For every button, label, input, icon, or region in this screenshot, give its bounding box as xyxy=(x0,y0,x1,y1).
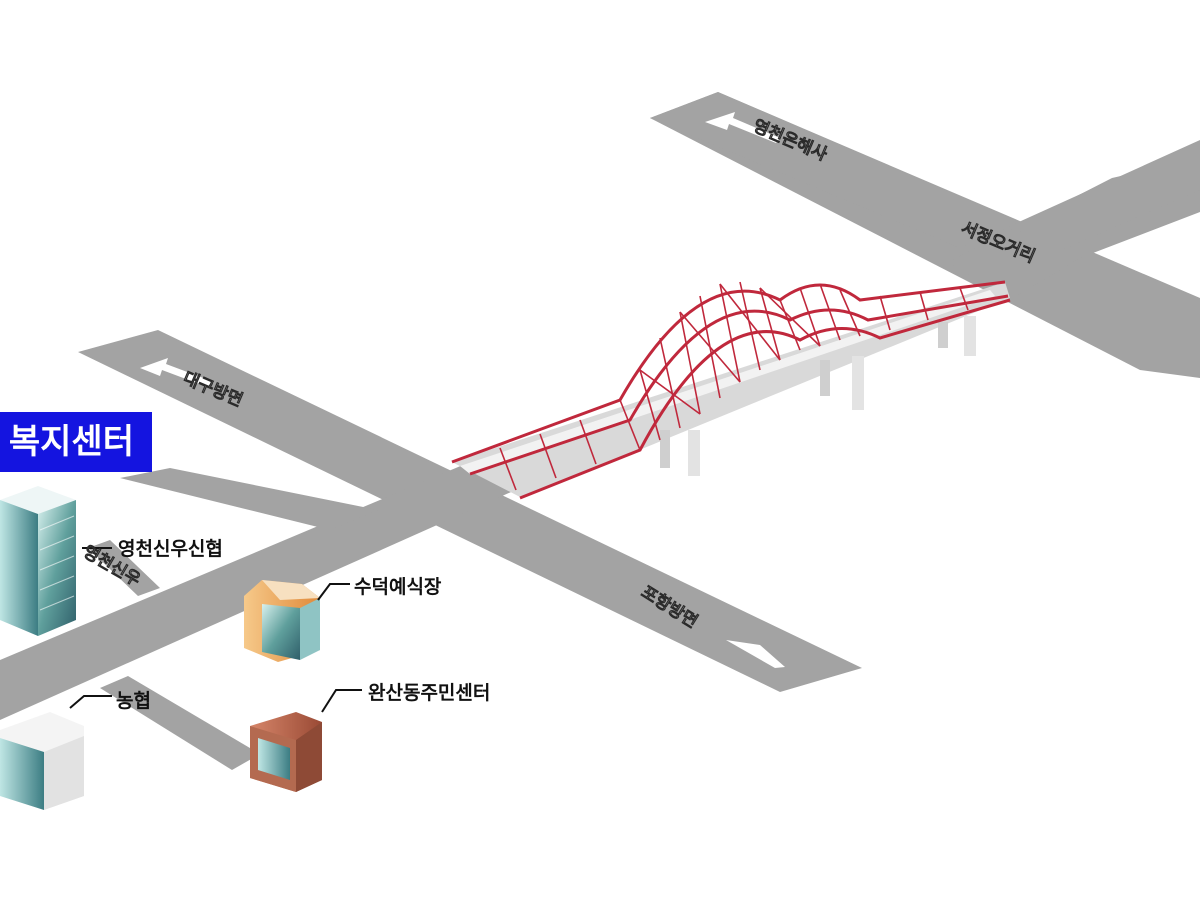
page-title: 복지센터 xyxy=(8,422,134,462)
landmark-label-wedding-hall: 수덕예식장 xyxy=(354,576,442,598)
landmark-label-shinhyup: 영천신우신협 xyxy=(118,538,223,560)
office-tower-icon xyxy=(0,486,76,636)
bridge xyxy=(451,280,1011,500)
community-center-building-icon xyxy=(250,712,322,792)
upper-road xyxy=(650,92,1200,378)
leader-lines xyxy=(69,547,362,713)
wedding-hall-building-icon xyxy=(244,580,320,662)
title-banner: 복지센터 xyxy=(0,412,152,472)
landmark-label-community-center: 완산동주민센터 xyxy=(368,682,491,704)
main-road xyxy=(78,330,862,692)
landmark-label-nonghyup: 농협 xyxy=(116,690,151,712)
bank-building-icon xyxy=(0,712,84,810)
